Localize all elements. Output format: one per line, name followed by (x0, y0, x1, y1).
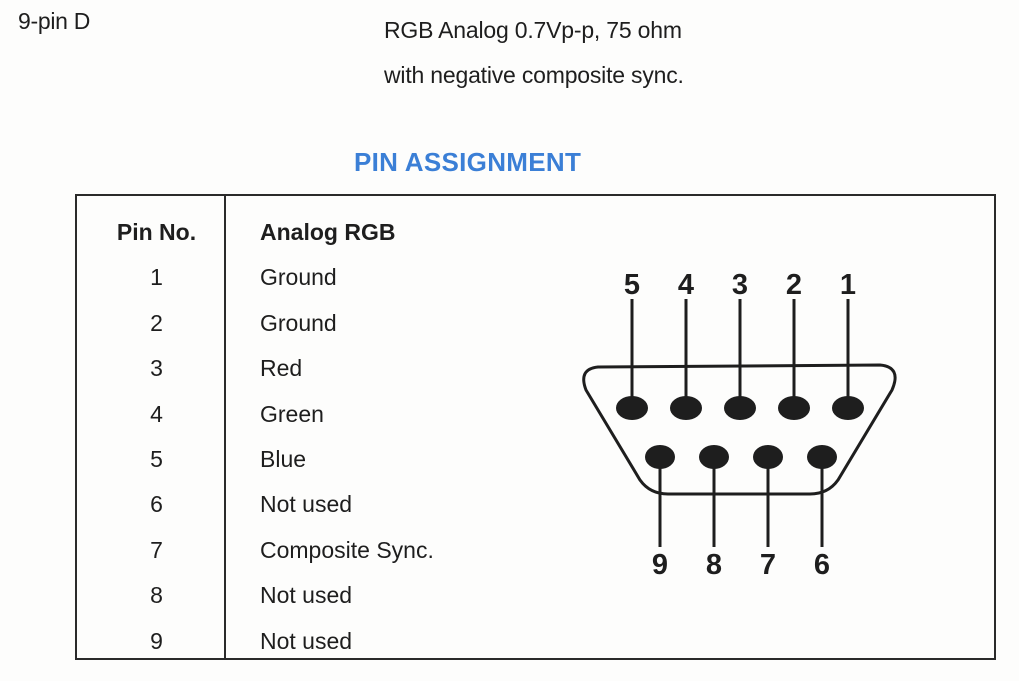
signal-description: RGB Analog 0.7Vp-p, 75 ohm with negative… (384, 8, 684, 98)
table-row-pin: 7 (150, 536, 163, 563)
table-row-pin: 9 (150, 627, 163, 654)
signal-line-2: with negative composite sync. (384, 62, 684, 88)
pin-1-hole (832, 396, 864, 420)
pin-3-hole (724, 396, 756, 420)
pin-label-4: 4 (678, 269, 694, 301)
pin-9-hole (645, 445, 675, 469)
section-title: PIN ASSIGNMENT (354, 147, 582, 177)
connector-type: 9-pin D (18, 8, 91, 34)
pin-label-3: 3 (732, 269, 748, 301)
pin-assignment-table: Pin No. 1 2 3 4 5 6 7 8 9 Analog RGB Gro… (75, 194, 996, 660)
table-row-function: Not used (260, 491, 353, 518)
pin-label-8: 8 (706, 549, 722, 581)
function-column: Analog RGB Ground Ground Red Green Blue … (260, 214, 580, 668)
db9-connector-diagram: 5 4 3 2 1 9 8 7 6 (582, 269, 897, 581)
table-row-function: Green (260, 400, 324, 427)
pin-label-1: 1 (840, 269, 856, 301)
table-row-pin: 4 (150, 400, 163, 427)
signal-line-1: RGB Analog 0.7Vp-p, 75 ohm (384, 17, 682, 43)
column-divider (224, 196, 226, 658)
table-row-pin: 6 (150, 491, 163, 518)
table-row-pin: 3 (150, 355, 163, 382)
pin-label-7: 7 (760, 549, 776, 581)
table-row-function: Blue (260, 445, 307, 472)
pin-label-2: 2 (786, 269, 802, 301)
table-row-pin: 5 (150, 445, 163, 472)
connector-shell-outline (582, 363, 897, 496)
table-row-pin: 8 (150, 582, 163, 609)
table-row-function: Not used (260, 627, 353, 654)
table-row-pin: 1 (150, 264, 163, 291)
table-row-function: Ground (260, 264, 337, 291)
pin-number-column: Pin No. 1 2 3 4 5 6 7 8 9 (77, 214, 224, 668)
pin-7-hole (753, 445, 783, 469)
pin-4-hole (670, 396, 702, 420)
header-analog-rgb: Analog RGB (260, 219, 396, 245)
header-pin-no: Pin No. (116, 219, 197, 245)
pin-8-hole (699, 445, 729, 469)
pin-label-6: 6 (814, 549, 830, 581)
table-row-function: Composite Sync. (260, 536, 434, 563)
pin-label-9: 9 (652, 549, 668, 581)
pin-2-hole (778, 396, 810, 420)
table-row-pin: 2 (150, 309, 163, 336)
pin-label-5: 5 (624, 269, 640, 301)
table-row-function: Ground (260, 309, 337, 336)
table-row-function: Not used (260, 582, 353, 609)
table-row-function: Red (260, 355, 303, 382)
pin-6-hole (807, 445, 837, 469)
pin-5-hole (616, 396, 648, 420)
